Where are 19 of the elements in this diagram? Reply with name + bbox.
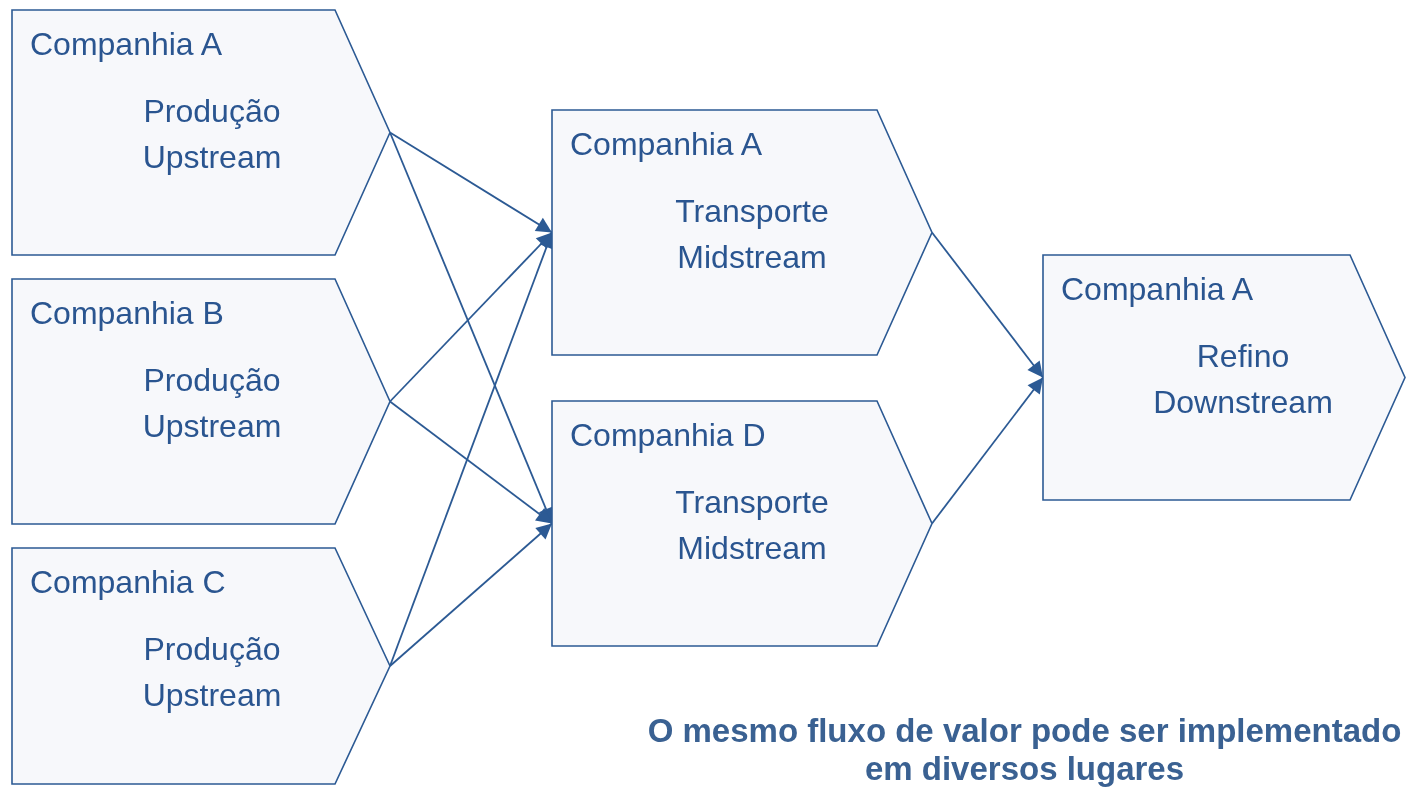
arrow [389, 131, 553, 234]
company-name: Companhia A [30, 26, 223, 63]
note-text: O mesmo fluxo de valor pode ser implementado em diversos lugares [646, 712, 1403, 788]
company-name: Companhia A [570, 126, 763, 163]
stage-label: Produção Upstream [141, 361, 283, 446]
company-name: Companhia D [570, 417, 766, 454]
arrow [931, 231, 1044, 379]
company-name: Companhia C [30, 564, 226, 601]
stage-label: Transporte Midstream [674, 192, 830, 277]
arrow [931, 376, 1044, 525]
arrow [389, 522, 553, 667]
arrow [389, 400, 553, 525]
company-name: Companhia B [30, 295, 224, 332]
stage-label: Transporte Midstream [674, 483, 830, 568]
stage-label: Produção Upstream [141, 630, 283, 715]
arrow [389, 231, 553, 403]
stage-label: Produção Upstream [141, 92, 283, 177]
stage-label: Refino Downstream [1152, 337, 1334, 422]
company-name: Companhia A [1061, 271, 1254, 308]
